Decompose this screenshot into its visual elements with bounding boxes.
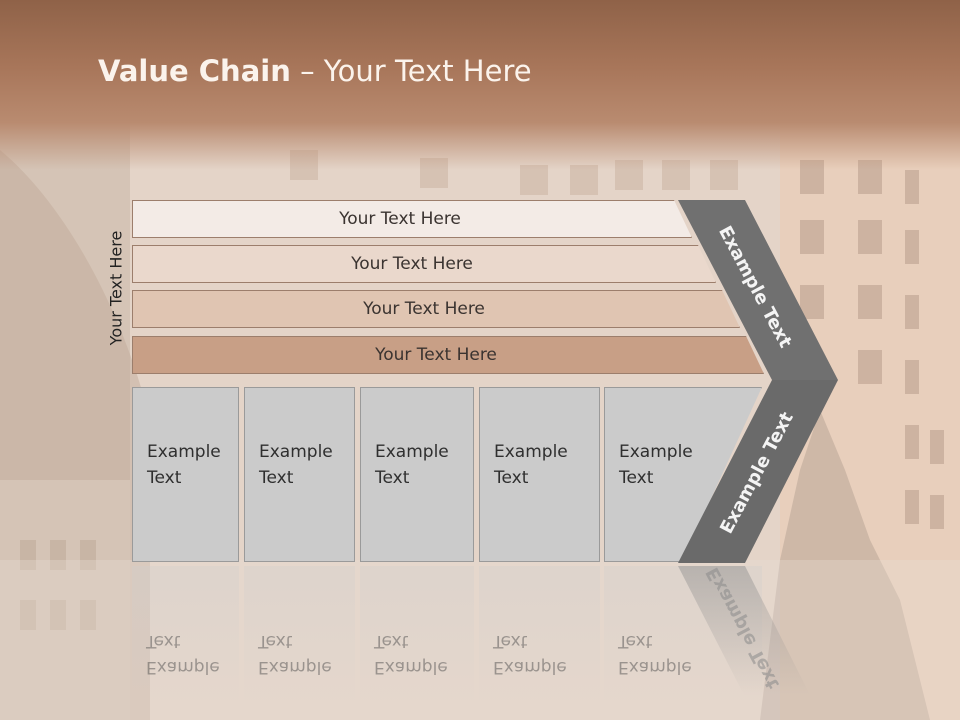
band-label: Your Text Here bbox=[339, 209, 461, 229]
box-text-line1: Example bbox=[147, 442, 221, 462]
title-rest: – Your Text Here bbox=[290, 54, 532, 88]
header-band bbox=[0, 0, 960, 170]
box-text-line2: Text bbox=[375, 468, 410, 488]
box-text-line1: Example bbox=[494, 442, 568, 462]
activity-box-3: Example Text bbox=[360, 387, 474, 562]
chevron-lower-part bbox=[678, 380, 838, 563]
box-text-line1: Example bbox=[375, 442, 449, 462]
band-label: Your Text Here bbox=[363, 299, 485, 319]
support-band-4: Your Text Here bbox=[132, 336, 764, 374]
band-label: Your Text Here bbox=[375, 345, 497, 365]
band-label: Your Text Here bbox=[351, 254, 473, 274]
chevron-reflection bbox=[678, 566, 810, 695]
box-text-line2: Text bbox=[259, 468, 294, 488]
box-text-line2: Text bbox=[619, 468, 654, 488]
support-band-2: Your Text Here bbox=[132, 245, 716, 283]
activity-box-2: Example Text bbox=[244, 387, 355, 562]
box-text-line2: Text bbox=[494, 468, 529, 488]
activity-box-1: Example Text bbox=[132, 387, 239, 562]
title-bold: Value Chain bbox=[98, 54, 291, 88]
box-text-line2: Text bbox=[147, 468, 182, 488]
box-text-line1: Example bbox=[259, 442, 333, 462]
support-band-3: Your Text Here bbox=[132, 290, 740, 328]
chevron-upper-part bbox=[678, 200, 838, 380]
support-band-1: Your Text Here bbox=[132, 200, 692, 238]
slide-title: Value Chain – Your Text Here bbox=[98, 54, 532, 88]
box-text-line1: Example bbox=[619, 442, 693, 462]
activity-box-4: Example Text bbox=[479, 387, 600, 562]
